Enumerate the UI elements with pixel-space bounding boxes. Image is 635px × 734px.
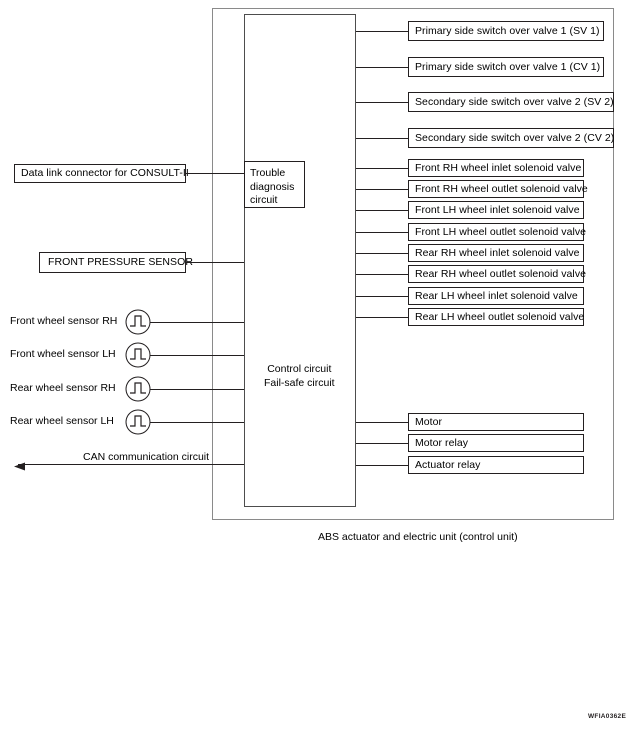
front-rh-inlet-box[interactable]: Front RH wheel inlet solenoid valve (408, 159, 584, 177)
front-wheel-sensor-rh-label: Front wheel sensor RH (10, 315, 118, 327)
wire-secondary-cv2 (356, 138, 408, 139)
rear-wheel-sensor-lh-label: Rear wheel sensor LH (10, 415, 114, 427)
pulse-sensor-icon (125, 376, 151, 402)
secondary-sv2-box[interactable]: Secondary side switch over valve 2 (SV 2… (408, 92, 614, 112)
wire-actuator-relay (356, 465, 408, 466)
trouble-diagnosis-circuit-box (244, 161, 305, 208)
front-lh-inlet-box[interactable]: Front LH wheel inlet solenoid valve (408, 201, 584, 219)
control-unit-frame (244, 14, 356, 507)
control-circuit-label: Control circuit Fail-safe circuit (264, 363, 335, 389)
wire-front-rh-inlet (356, 168, 408, 169)
front-lh-outlet-box[interactable]: Front LH wheel outlet solenoid valve (408, 223, 586, 241)
rear-rh-outlet-box[interactable]: Rear RH wheel outlet solenoid valve (408, 265, 586, 283)
abs-actuator-unit-frame (212, 8, 614, 520)
wire-primary-sv1 (356, 31, 408, 32)
wire-rear-lh-inlet (356, 296, 408, 297)
rear-lh-inlet-box[interactable]: Rear LH wheel inlet solenoid valve (408, 287, 584, 305)
motor-relay-box[interactable]: Motor relay (408, 434, 584, 452)
reference-code: WFIA0362E (588, 713, 627, 720)
wire-front-wheel-sensor-lh (150, 355, 244, 356)
secondary-cv2-box[interactable]: Secondary side switch over valve 2 (CV 2… (408, 128, 614, 148)
wire-can-communication (18, 464, 244, 465)
wire-rear-wheel-sensor-rh (150, 389, 244, 390)
primary-cv1-box[interactable]: Primary side switch over valve 1 (CV 1) (408, 57, 604, 77)
rear-rh-inlet-box[interactable]: Rear RH wheel inlet solenoid valve (408, 244, 584, 262)
motor-box[interactable]: Motor (408, 413, 584, 431)
wire-rear-wheel-sensor-lh (150, 422, 244, 423)
wire-front-lh-inlet (356, 210, 408, 211)
pulse-sensor-icon (125, 409, 151, 435)
diagram-caption: ABS actuator and electric unit (control … (318, 531, 518, 543)
wire-motor-relay (356, 443, 408, 444)
actuator-relay-box[interactable]: Actuator relay (408, 456, 584, 474)
wire-rear-rh-inlet (356, 253, 408, 254)
front-wheel-sensor-lh-label: Front wheel sensor LH (10, 348, 116, 360)
wire-rear-lh-outlet (356, 317, 408, 318)
pulse-sensor-icon (125, 309, 151, 335)
primary-sv1-box[interactable]: Primary side switch over valve 1 (SV 1) (408, 21, 604, 41)
wire-front-rh-outlet (356, 189, 408, 190)
can-communication-label: CAN communication circuit (83, 451, 210, 463)
front-rh-outlet-box[interactable]: Front RH wheel outlet solenoid valve (408, 180, 588, 198)
pulse-sensor-icon (125, 342, 151, 368)
rear-wheel-sensor-rh-label: Rear wheel sensor RH (10, 382, 116, 394)
wire-secondary-sv2 (356, 102, 408, 103)
front-pressure-sensor-box[interactable]: FRONT PRESSURE SENSOR (39, 252, 193, 273)
data-link-connector-box[interactable]: Data link connector for CONSULT-II (14, 164, 189, 183)
wire-front-wheel-sensor-rh (150, 322, 244, 323)
trouble-diagnosis-circuit-label: Trouble diagnosis circuit (250, 167, 295, 206)
can-arrow-left-icon (14, 459, 28, 477)
wire-front-pressure-sensor (186, 262, 244, 263)
wire-rear-rh-outlet (356, 274, 408, 275)
wire-data-link-connector (186, 173, 244, 174)
wire-primary-cv1 (356, 67, 408, 68)
wire-motor (356, 422, 408, 423)
wire-front-lh-outlet (356, 232, 408, 233)
rear-lh-outlet-box[interactable]: Rear LH wheel outlet solenoid valve (408, 308, 584, 326)
